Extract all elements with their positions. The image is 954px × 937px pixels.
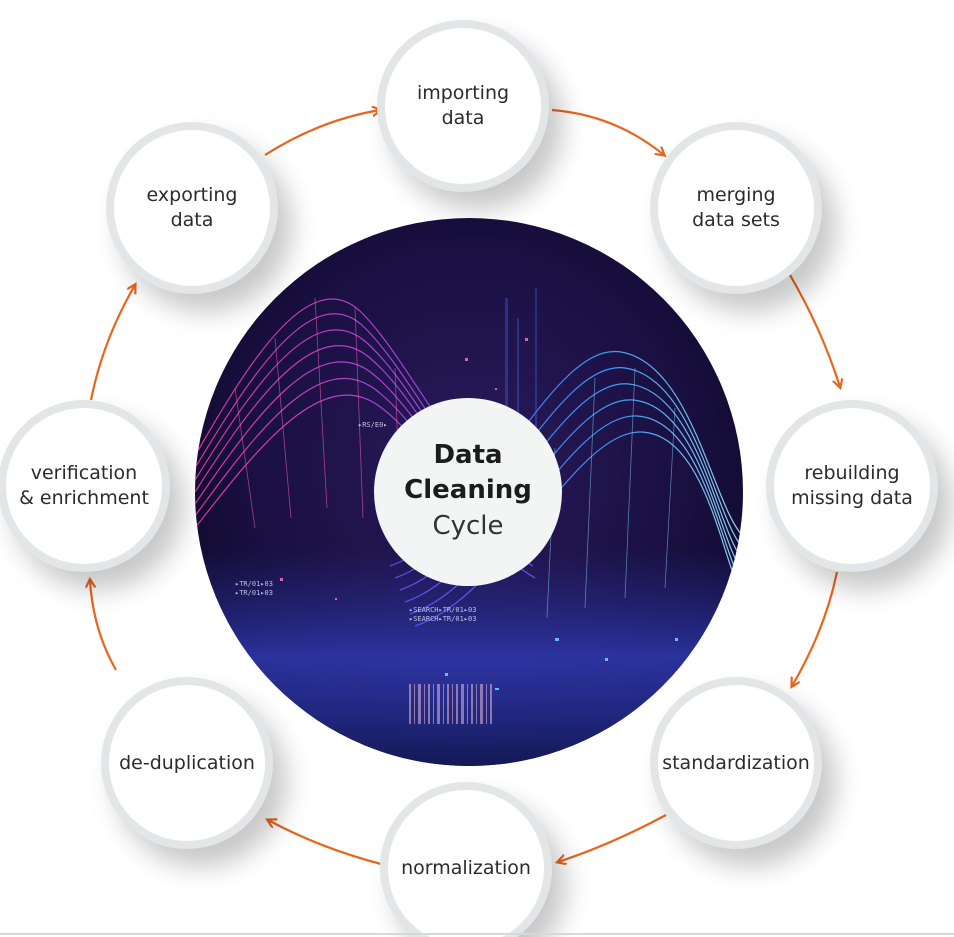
curved-arrow-icon — [90, 580, 116, 670]
curved-arrow-icon — [265, 110, 380, 155]
step-verification-enrichment: verification & enrichment — [0, 400, 170, 572]
step-exporting-data: exporting data — [106, 122, 278, 294]
curved-arrow-icon — [91, 285, 135, 400]
curved-arrow-icon — [792, 572, 837, 686]
step-label: exporting data — [147, 183, 238, 232]
bottom-divider — [0, 933, 954, 935]
curved-arrow-icon — [268, 820, 381, 864]
step-standardization: standardization — [650, 677, 822, 849]
step-label: merging data sets — [692, 183, 780, 232]
step-label: standardization — [662, 751, 810, 776]
curved-arrow-icon — [558, 815, 666, 862]
curved-arrow-icon — [552, 110, 664, 155]
step-rebuilding-missing-data: rebuilding missing data — [766, 400, 938, 572]
step-merging-data-sets: merging data sets — [650, 122, 822, 294]
step-label: normalization — [401, 856, 531, 881]
step-label: importing data — [417, 81, 509, 130]
step-de-duplication: de-duplication — [101, 677, 273, 849]
step-label: verification & enrichment — [19, 461, 149, 510]
curved-arrow-icon — [790, 275, 840, 387]
step-label: de-duplication — [119, 751, 255, 776]
step-importing-data: importing data — [377, 20, 549, 192]
step-label: rebuilding missing data — [791, 461, 913, 510]
